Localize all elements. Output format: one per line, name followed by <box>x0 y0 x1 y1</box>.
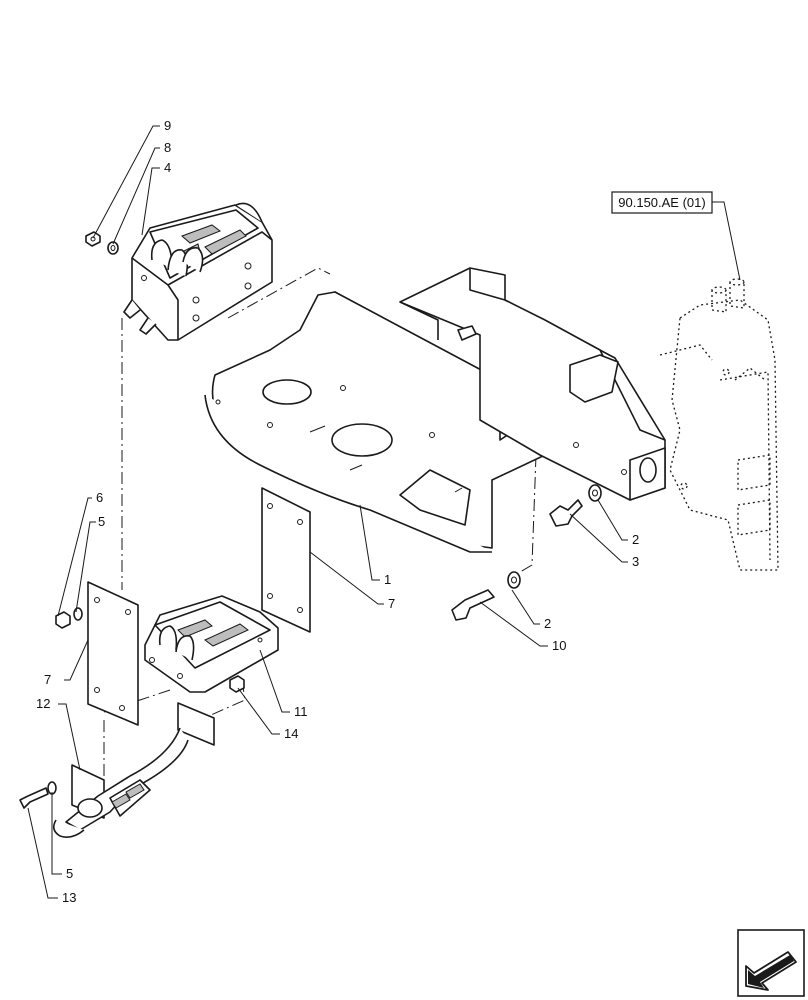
nut-6 <box>55 611 71 629</box>
callout-3: 3 <box>632 554 639 569</box>
floor-platform <box>204 291 546 553</box>
callouts: 9 8 4 1 7 2 3 2 10 11 14 6 5 7 12 5 13 <box>36 118 639 905</box>
callout-8: 8 <box>164 140 171 155</box>
washer-5-upper <box>73 607 83 621</box>
gasket-plate-center <box>261 487 311 633</box>
bolt-13 <box>19 787 49 809</box>
crossmember-beam <box>399 267 666 501</box>
callout-6: 6 <box>96 490 103 505</box>
nut-9 <box>85 231 101 247</box>
reference-assembly <box>659 278 779 571</box>
callout-5-upper: 5 <box>98 514 105 529</box>
callout-14: 14 <box>284 726 298 741</box>
callout-2-upper: 2 <box>632 532 639 547</box>
reference-label-box[interactable]: 90.150.AE (01) <box>611 191 713 214</box>
washer-2-upper <box>588 484 602 502</box>
washer-8 <box>107 241 119 255</box>
nut-14 <box>229 675 245 693</box>
reference-label[interactable]: 90.150.AE (01) <box>618 195 705 210</box>
leader-lines <box>27 125 741 899</box>
bolt-10 <box>451 589 495 621</box>
callout-1: 1 <box>384 572 391 587</box>
callout-7-lower: 7 <box>44 672 51 687</box>
washer-2-lower <box>507 571 521 589</box>
pedal-pad-lower <box>144 595 279 693</box>
pedal-pad-upper <box>123 202 273 341</box>
callout-2-lower: 2 <box>544 616 551 631</box>
callout-7-upper: 7 <box>388 596 395 611</box>
callout-13: 13 <box>62 890 76 905</box>
callout-9: 9 <box>164 118 171 133</box>
bolt-3 <box>549 499 583 527</box>
gasket-plate-lower <box>87 581 139 726</box>
callout-10: 10 <box>552 638 566 653</box>
callout-11: 11 <box>294 704 308 719</box>
pedal-arm <box>52 702 215 838</box>
callout-4: 4 <box>164 160 171 175</box>
callout-12: 12 <box>36 696 50 711</box>
callout-5-lower: 5 <box>66 866 73 881</box>
next-page-arrow-icon[interactable] <box>737 929 805 997</box>
